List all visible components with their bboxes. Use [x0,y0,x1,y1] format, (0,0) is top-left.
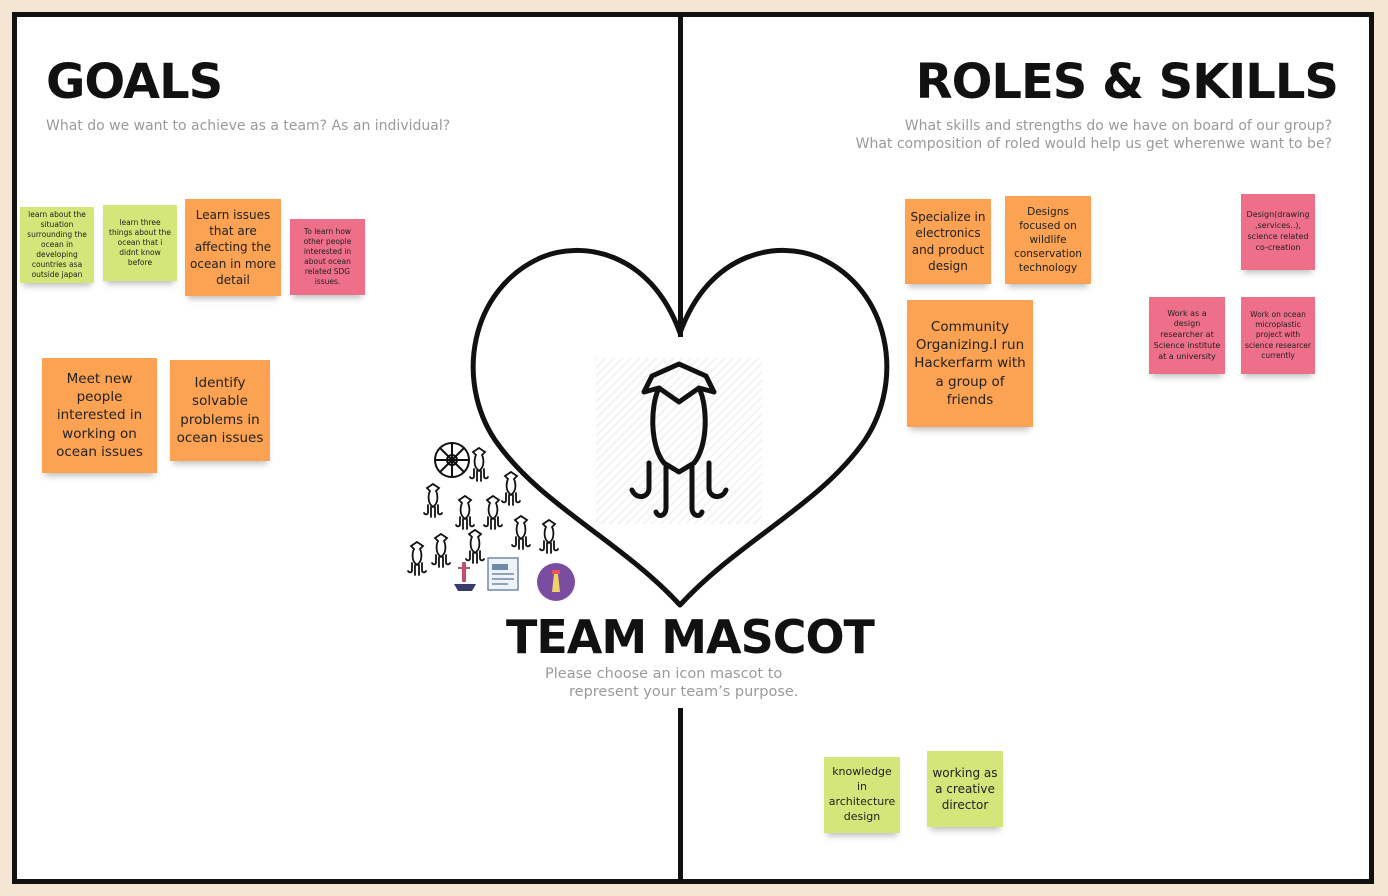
mini-squid-icon[interactable] [404,540,430,578]
roles-sticky-note[interactable]: Work on ocean microplastic project with … [1241,297,1315,374]
roles-sticky-note[interactable]: Designs focused on wildlife conservation… [1005,196,1091,284]
document-icon[interactable] [486,556,520,592]
goals-title: GOALS [46,54,223,110]
roles-subtitle-line1: What skills and strengths do we have on … [904,118,1332,134]
mascot-title: TEAM MASCOT [506,610,875,664]
candidate-icons-cluster[interactable] [400,440,590,605]
mini-squid-icon[interactable] [428,532,454,570]
goals-sticky-note[interactable]: Meet new people interested in working on… [42,358,157,473]
mini-squid-icon[interactable] [536,518,562,556]
goals-sticky-note[interactable]: Identify solvable problems in ocean issu… [170,360,270,461]
goals-subtitle: What do we want to achieve as a team? As… [46,118,451,134]
mini-squid-icon[interactable] [420,482,446,520]
mini-squid-icon[interactable] [462,528,488,566]
roles-subtitle-line2: What composition of roled would help us … [855,136,1332,152]
mascot-tile[interactable] [596,358,762,524]
mascot-subtitle-line2: represent your team’s purpose. [569,684,799,700]
mini-squid-icon[interactable] [466,446,492,484]
goals-sticky-note[interactable]: learn three things about the ocean that … [103,205,177,281]
mini-squid-icon[interactable] [508,514,534,552]
mini-squid-icon[interactable] [480,494,506,532]
lighthouse-ship-icon[interactable] [450,556,480,594]
goals-sticky-note[interactable]: To learn how other people interested in … [290,219,365,295]
goals-sticky-note[interactable]: Learn issues that are affecting the ocea… [185,199,281,296]
mascot-subtitle-line1: Please choose an icon mascot to [545,666,783,682]
lighthouse-icon[interactable] [536,562,576,602]
roles-sticky-note[interactable]: Work as a design researcher at Science i… [1149,297,1225,374]
center-divider-bottom [678,708,683,884]
roles-sticky-note[interactable]: working as a creative director [927,751,1003,827]
mini-squid-icon[interactable] [498,470,524,508]
ship-wheel-icon [434,442,470,478]
center-divider-top [678,12,683,337]
roles-sticky-note[interactable]: Specialize in electronics and product de… [905,199,991,284]
roles-sticky-note[interactable]: Design(drawing ,services..), science rel… [1241,194,1315,270]
roles-sticky-note[interactable]: knowledge in architecture design [824,757,900,833]
roles-title: ROLES & SKILLS [915,54,1339,110]
goals-sticky-note[interactable]: learn about the situation surrounding th… [20,207,94,283]
squid-icon [629,361,729,518]
mini-squid-icon[interactable] [452,494,478,532]
roles-sticky-note[interactable]: Community Organizing.I run Hackerfarm wi… [907,300,1033,427]
